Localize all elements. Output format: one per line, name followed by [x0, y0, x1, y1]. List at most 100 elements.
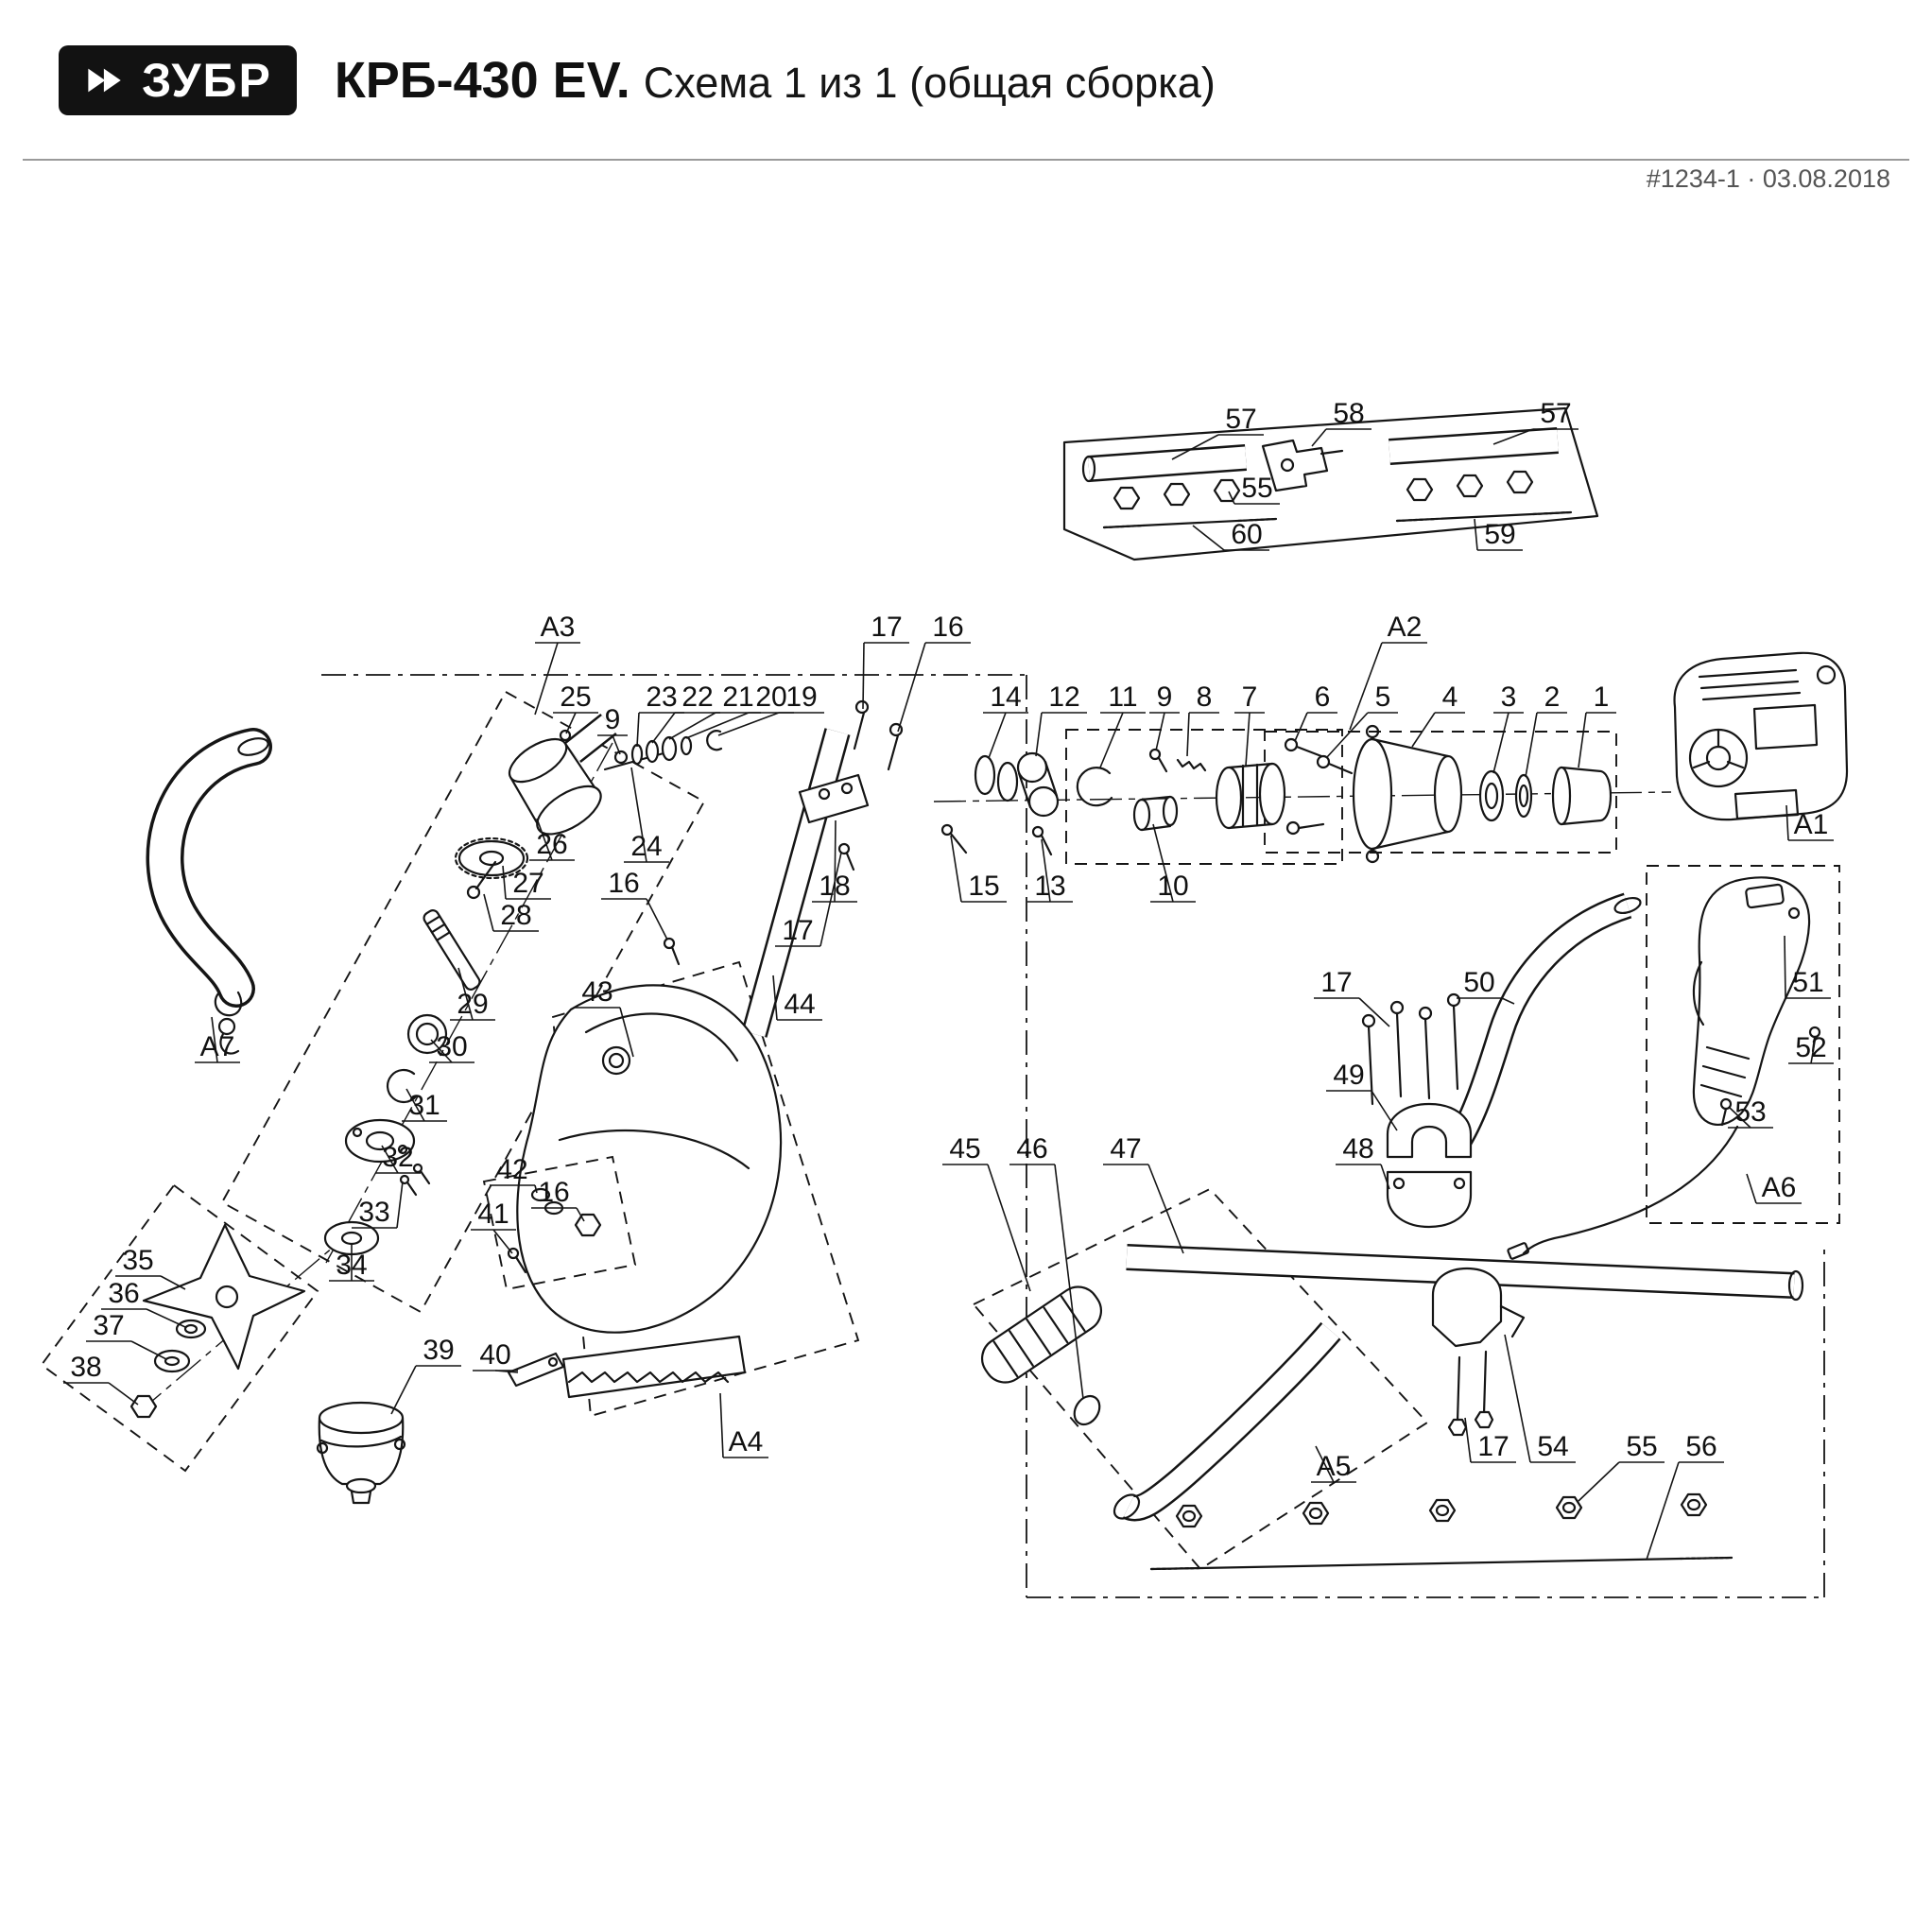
- part-label-48: 48: [1342, 1133, 1373, 1164]
- leader-line: [651, 712, 676, 744]
- part-label-17: 17: [871, 612, 902, 643]
- part-label-44: 44: [784, 989, 815, 1020]
- shoulder-strap-drawing: [146, 728, 272, 1055]
- clamp-bracket-drawing: [1361, 992, 1473, 1229]
- part-label-12: 12: [1048, 681, 1079, 713]
- part-label-32: 32: [382, 1142, 413, 1173]
- part-label-30: 30: [436, 1031, 467, 1062]
- part-label-5: 5: [1375, 681, 1391, 713]
- part-label-A3: A3: [541, 612, 576, 643]
- part-label-7: 7: [1242, 681, 1258, 713]
- leader-line: [1054, 1164, 1084, 1400]
- guard-43: [516, 984, 783, 1334]
- leader-line: [612, 734, 621, 755]
- trigger-grip-51: [1692, 876, 1811, 1126]
- leader-line: [1729, 1107, 1751, 1129]
- part-label-23: 23: [646, 681, 677, 713]
- leader-line: [1646, 1461, 1680, 1561]
- trigger-handle-drawing: [1507, 876, 1821, 1260]
- part-label-A1: A1: [1794, 809, 1829, 840]
- part-label-36: 36: [108, 1278, 139, 1309]
- leader-line: [1155, 712, 1165, 751]
- hanger-clamp-drawing: [1431, 1267, 1526, 1437]
- leader-line: [1186, 712, 1190, 757]
- part-label-13: 13: [1034, 871, 1065, 902]
- leader-line: [1035, 712, 1043, 757]
- leader-line: [405, 1088, 425, 1122]
- part-label-16: 16: [932, 612, 963, 643]
- coupler-58: [1261, 439, 1329, 492]
- part-label-21: 21: [722, 681, 753, 713]
- leader-line: [1371, 1090, 1398, 1131]
- part-label-60: 60: [1231, 519, 1262, 550]
- part-label-50: 50: [1463, 967, 1494, 998]
- part-label-42: 42: [496, 1154, 527, 1185]
- part-label-57: 57: [1225, 404, 1256, 435]
- part-label-16: 16: [608, 868, 639, 899]
- box-a5: [972, 1187, 1429, 1571]
- leader-line: [950, 835, 962, 903]
- leader-line: [1192, 525, 1225, 551]
- leader-line: [834, 819, 837, 903]
- leader-line: [1311, 428, 1327, 447]
- leader-line: [430, 1039, 453, 1063]
- page-subtitle: Схема 1 из 1 (общая сборка): [643, 59, 1216, 107]
- part-label-38: 38: [70, 1352, 101, 1383]
- part-label-49: 49: [1333, 1060, 1364, 1091]
- part-label-19: 19: [785, 681, 817, 713]
- part-label-56: 56: [1685, 1431, 1716, 1462]
- leader-line: [1578, 1461, 1620, 1502]
- shaft-subassembly-drawing: [1062, 406, 1599, 561]
- part-label-A5: A5: [1317, 1451, 1352, 1482]
- part-label-A7: A7: [200, 1031, 235, 1062]
- part-label-1: 1: [1594, 681, 1610, 713]
- boundary-dashdot-lines: [321, 674, 1825, 1598]
- part-label-17: 17: [1320, 967, 1352, 998]
- part-label-3: 3: [1501, 681, 1517, 713]
- leader-line: [483, 893, 494, 932]
- leader-line: [1411, 712, 1436, 748]
- leader-line: [565, 712, 577, 734]
- leader-line: [1504, 1334, 1531, 1463]
- part-label-2: 2: [1544, 681, 1561, 713]
- leader-line: [146, 1308, 186, 1328]
- part-label-54: 54: [1537, 1431, 1568, 1462]
- leader-line: [1474, 518, 1478, 551]
- leader-line: [772, 975, 778, 1021]
- leader-line: [502, 865, 507, 900]
- leader-line: [160, 1275, 186, 1290]
- leader-line: [897, 642, 926, 733]
- part-label-53: 53: [1734, 1096, 1766, 1128]
- part-label-57: 57: [1540, 398, 1571, 429]
- leader-line: [1464, 1417, 1472, 1463]
- leader-line: [457, 967, 474, 1021]
- leader-line: [492, 1229, 513, 1254]
- leader-line: [1349, 642, 1383, 731]
- leader-line: [1315, 1445, 1335, 1483]
- box-a6: [1646, 865, 1840, 1224]
- leader-line: [685, 712, 750, 739]
- leader-line: [390, 1365, 417, 1415]
- leader-line: [619, 1007, 634, 1058]
- part-label-34: 34: [336, 1250, 367, 1281]
- leader-line: [819, 852, 842, 947]
- leader-line: [1525, 712, 1538, 778]
- part-label-35: 35: [122, 1245, 153, 1276]
- leader-line: [534, 642, 559, 716]
- part-label-6: 6: [1315, 681, 1331, 713]
- part-label-37: 37: [93, 1310, 124, 1341]
- header-divider: [23, 159, 1909, 161]
- leader-line: [381, 1145, 399, 1174]
- box-blade: [40, 1183, 319, 1473]
- throttle-trigger: [1692, 960, 1705, 1026]
- leader-line: [1294, 712, 1308, 742]
- part-label-4: 4: [1442, 681, 1458, 713]
- part-label-15: 15: [968, 871, 999, 902]
- leader-line: [719, 1392, 724, 1458]
- strap-hook: [219, 1032, 240, 1055]
- leader-line: [1492, 428, 1534, 445]
- title-block: КРБ-430 EV. Схема 1 из 1 (общая сборка): [335, 51, 1216, 110]
- part-label-8: 8: [1197, 681, 1213, 713]
- leader-line: [1147, 1164, 1184, 1254]
